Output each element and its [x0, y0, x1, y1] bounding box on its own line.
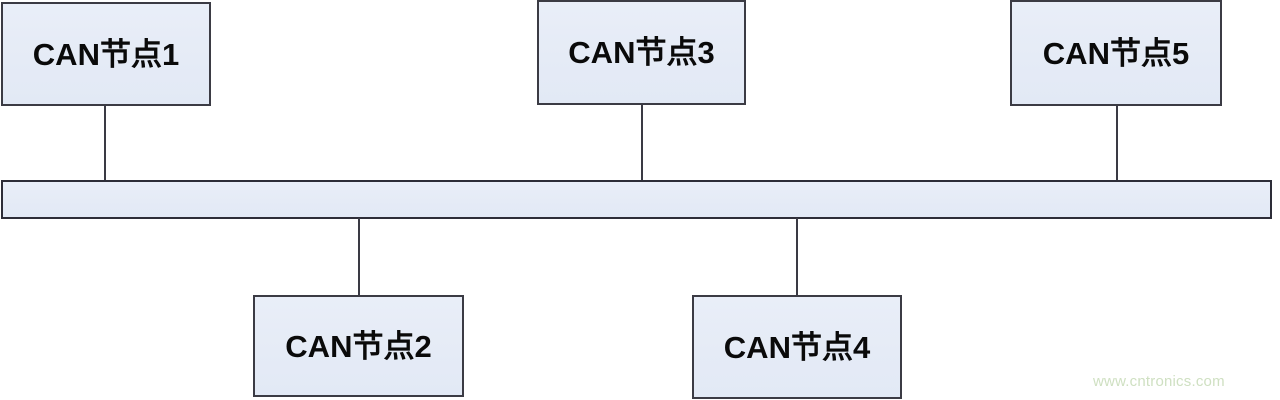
connector-bus-to-node4: [796, 218, 798, 296]
can-bus-line[interactable]: [1, 180, 1272, 219]
can-node-3-label: CAN节点3: [568, 35, 715, 70]
can-node-1[interactable]: CAN节点1: [1, 2, 211, 106]
can-node-5[interactable]: CAN节点5: [1010, 0, 1222, 106]
connector-node1-to-bus: [104, 105, 106, 181]
can-node-3[interactable]: CAN节点3: [537, 0, 746, 105]
can-node-2-label: CAN节点2: [285, 328, 432, 364]
can-node-4[interactable]: CAN节点4: [692, 295, 902, 399]
can-node-2[interactable]: CAN节点2: [253, 295, 464, 397]
connector-node3-to-bus: [641, 104, 643, 181]
can-node-1-label: CAN节点1: [32, 36, 180, 72]
can-node-4-label: CAN节点4: [723, 329, 871, 365]
can-node-5-label: CAN节点5: [1042, 35, 1190, 71]
connector-bus-to-node2: [358, 218, 360, 296]
connector-node5-to-bus: [1116, 105, 1118, 181]
watermark-text: www.cntronics.com: [1093, 373, 1225, 390]
